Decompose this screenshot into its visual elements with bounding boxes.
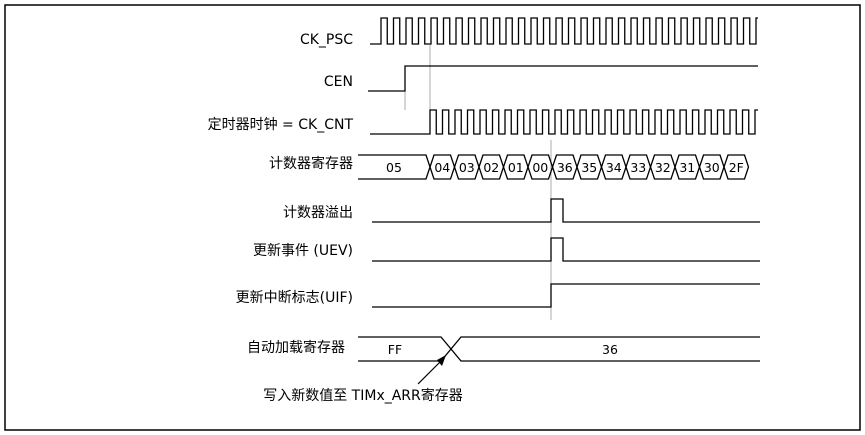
waveform-cen bbox=[368, 65, 758, 92]
counter-value: 36 bbox=[557, 160, 573, 175]
counter-cell bbox=[723, 154, 750, 180]
counter-cell bbox=[551, 154, 578, 180]
reload-value-old: FF bbox=[388, 342, 402, 357]
counter-cell bbox=[576, 154, 603, 180]
counter-value: 32 bbox=[655, 160, 671, 175]
label-ck-psc: CK_PSC bbox=[300, 32, 353, 48]
counter-value: 05 bbox=[386, 160, 402, 175]
counter-value: 2F bbox=[729, 160, 744, 175]
counter-cell bbox=[527, 154, 554, 180]
label-auto-reload-register: 自动加载寄存器 bbox=[247, 339, 345, 356]
bus-counter-register: 05 04 03 02 01 00 36 35 34 33 32 31 30 2F bbox=[358, 154, 750, 180]
counter-cell bbox=[478, 154, 505, 180]
waveform-ck-psc bbox=[370, 17, 758, 45]
counter-value: 03 bbox=[459, 160, 475, 175]
counter-cell bbox=[649, 154, 676, 180]
waveform-update-event bbox=[372, 237, 760, 262]
counter-cell bbox=[502, 154, 529, 180]
counter-value: 35 bbox=[581, 160, 597, 175]
counter-value: 30 bbox=[704, 160, 720, 175]
counter-value: 04 bbox=[434, 160, 450, 175]
label-counter-register: 计数器寄存器 bbox=[269, 155, 353, 172]
counter-cell bbox=[429, 154, 456, 180]
label-cen: CEN bbox=[324, 74, 353, 90]
annotation-arrowhead bbox=[437, 355, 446, 366]
counter-cell bbox=[625, 154, 652, 180]
label-update-interrupt-flag: 更新中断标志(UIF) bbox=[236, 290, 353, 306]
counter-value: 33 bbox=[630, 160, 646, 175]
diagram-frame bbox=[4, 4, 861, 431]
counter-value: 00 bbox=[532, 160, 548, 175]
annotation-text: 写入新数值至 TIMx_ARR寄存器 bbox=[263, 387, 463, 404]
reload-value-new: 36 bbox=[602, 342, 618, 357]
counter-cell bbox=[600, 154, 627, 180]
counter-cell bbox=[698, 154, 725, 180]
counter-value: 34 bbox=[606, 160, 622, 175]
waveform-ck-cnt bbox=[370, 109, 758, 135]
bus-auto-reload-left bbox=[358, 336, 452, 362]
counter-value: 02 bbox=[483, 160, 499, 175]
annotation-arrow bbox=[417, 358, 444, 385]
counter-cell bbox=[674, 154, 701, 180]
label-counter-overflow: 计数器溢出 bbox=[283, 205, 353, 221]
label-update-event: 更新事件 (UEV) bbox=[253, 243, 353, 259]
waveform-update-interrupt-flag bbox=[372, 283, 760, 308]
label-ck-cnt: 定时器时钟 = CK_CNT bbox=[208, 116, 354, 133]
bus-auto-reload-right bbox=[450, 336, 760, 362]
waveform-counter-overflow bbox=[372, 198, 760, 223]
counter-value: 31 bbox=[679, 160, 695, 175]
counter-cell bbox=[453, 154, 480, 180]
counter-value: 01 bbox=[508, 160, 524, 175]
